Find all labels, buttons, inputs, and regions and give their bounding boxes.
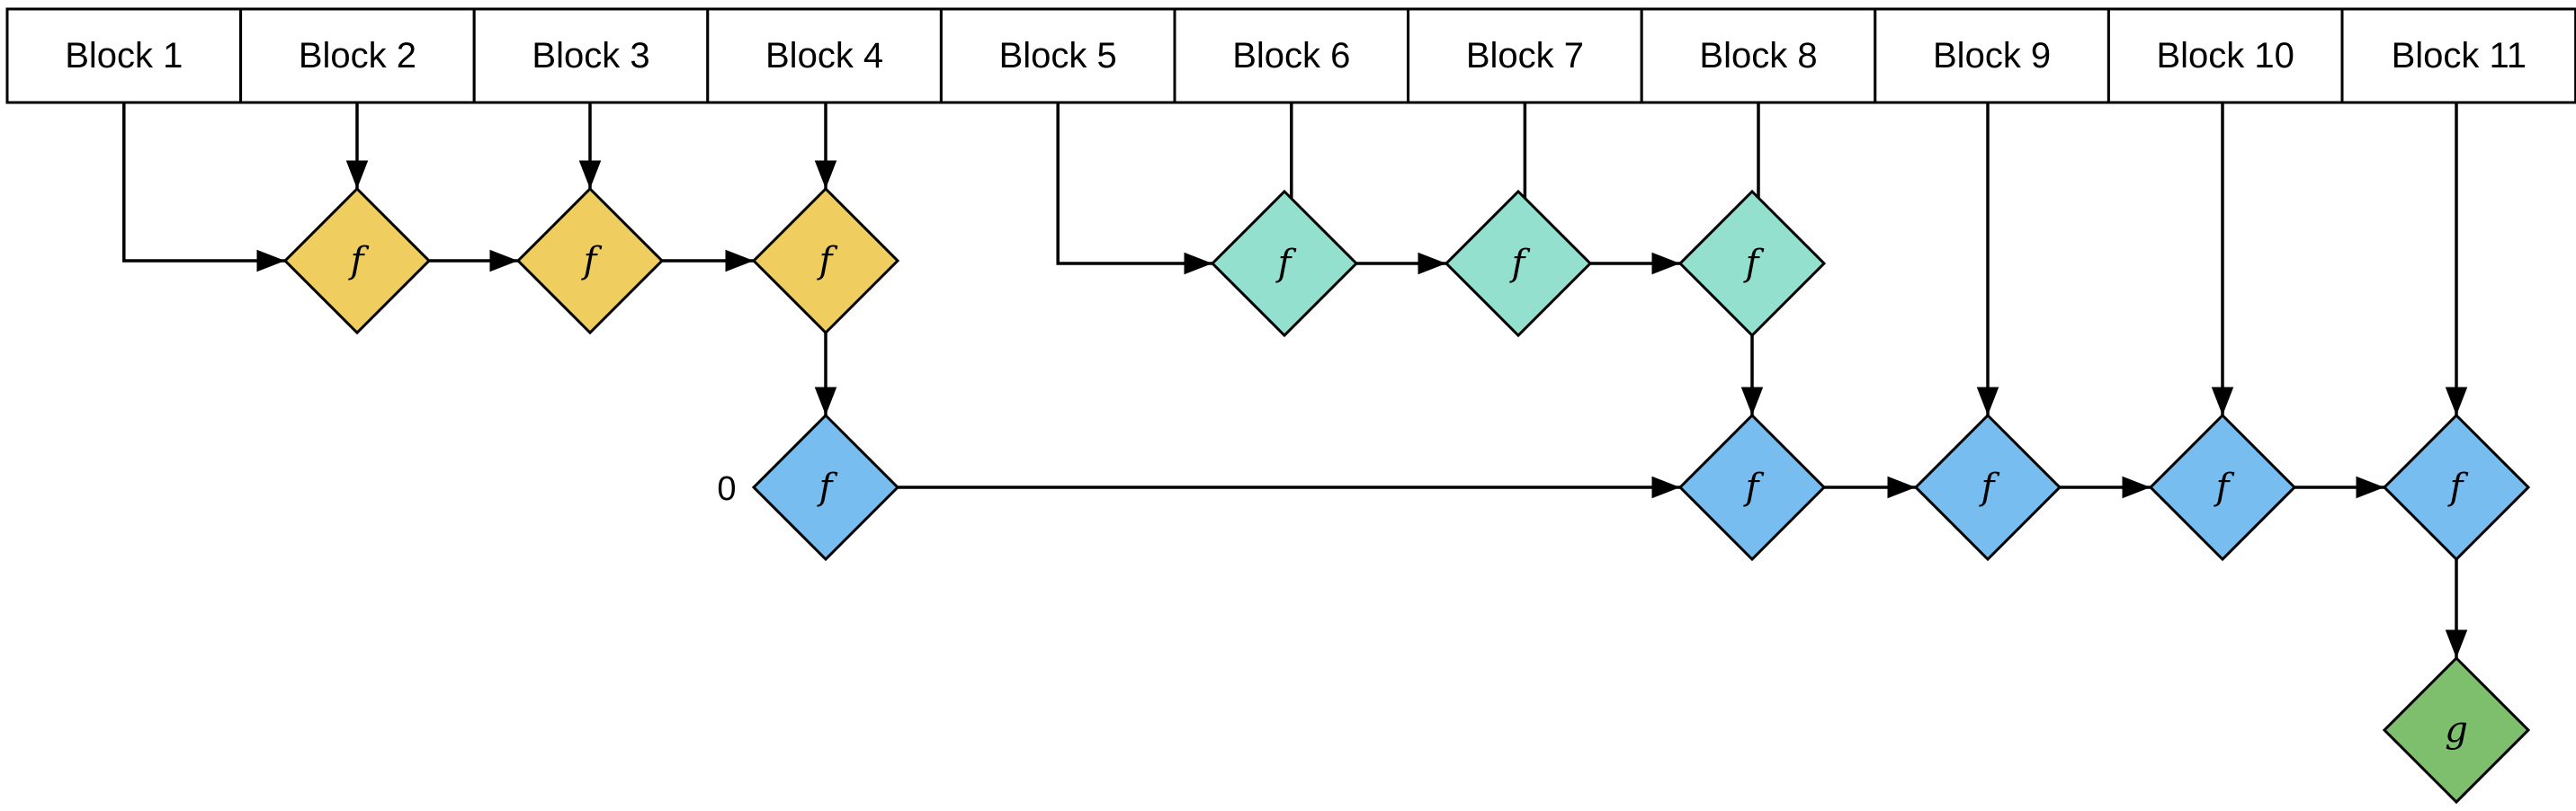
node-f-c1: f	[751, 413, 900, 562]
diamond-shape	[282, 186, 432, 335]
block-label: Block 3	[532, 36, 649, 76]
node-f-b1: f	[1210, 189, 1359, 338]
node-f-c2: f	[1677, 413, 1827, 562]
block-7: Block 7	[1407, 7, 1643, 104]
diamond-shape	[2148, 413, 2297, 562]
block-10: Block 10	[2106, 7, 2344, 104]
diamond-shape	[751, 413, 900, 562]
block-1: Block 1	[5, 7, 243, 104]
block-6: Block 6	[1173, 7, 1410, 104]
block-box	[472, 7, 710, 104]
node-f-a1: f	[282, 186, 432, 335]
function-label: g	[2445, 709, 2468, 751]
block-11: Block 11	[2340, 7, 2576, 104]
block-label: Block 2	[299, 36, 416, 76]
block-box	[239, 7, 476, 104]
block-box	[2340, 7, 2576, 104]
node-f-a2: f	[515, 186, 665, 335]
block-label: Block 11	[2392, 36, 2527, 76]
initial-value-label: 0	[717, 470, 736, 508]
block-label: Block 6	[1232, 36, 1350, 76]
block-label: Block 9	[1933, 36, 2051, 76]
block-label: Block 7	[1466, 36, 1584, 76]
diamond-shape	[1210, 189, 1359, 338]
diamond-shape	[2382, 413, 2531, 562]
node-f-c4: f	[2148, 413, 2297, 562]
node-f-b3: f	[1677, 189, 1827, 338]
block-label: Block 1	[65, 36, 183, 76]
edge-block-1-to-a1	[122, 102, 285, 272]
edges	[122, 102, 2468, 658]
block-label: Block 8	[1699, 36, 1817, 76]
block-box	[2106, 7, 2344, 104]
block-5: Block 5	[939, 7, 1176, 104]
diamond-shape	[1444, 189, 1593, 338]
diamond-shape	[2382, 655, 2531, 805]
diamond-shape	[1677, 189, 1827, 338]
node-g-output: g	[2382, 655, 2531, 805]
node-f-c5: f	[2382, 413, 2531, 562]
block-label: Block 5	[999, 36, 1117, 76]
block-9: Block 9	[1874, 7, 2110, 104]
block-box	[5, 7, 243, 104]
block-3: Block 3	[472, 7, 710, 104]
node-f-a3: f	[751, 186, 900, 335]
edge-block-5-to-b1	[1056, 102, 1212, 275]
node-f-b2: f	[1444, 189, 1593, 338]
block-2: Block 2	[239, 7, 476, 104]
diamond-shape	[1913, 413, 2062, 562]
diamond-shape	[515, 186, 665, 335]
block-4: Block 4	[706, 7, 943, 104]
block-8: Block 8	[1640, 7, 1877, 104]
block-box	[1640, 7, 1877, 104]
block-label: Block 10	[2156, 36, 2294, 76]
node-f-c3: f	[1913, 413, 2062, 562]
block-box	[1173, 7, 1410, 104]
diamond-shape	[751, 186, 900, 335]
block-row: Block 1 Block 2 Block 3 Block 4 Block 5 Block…	[5, 7, 2576, 104]
diamond-shape	[1677, 413, 1827, 562]
block-label: Block 4	[765, 36, 883, 76]
